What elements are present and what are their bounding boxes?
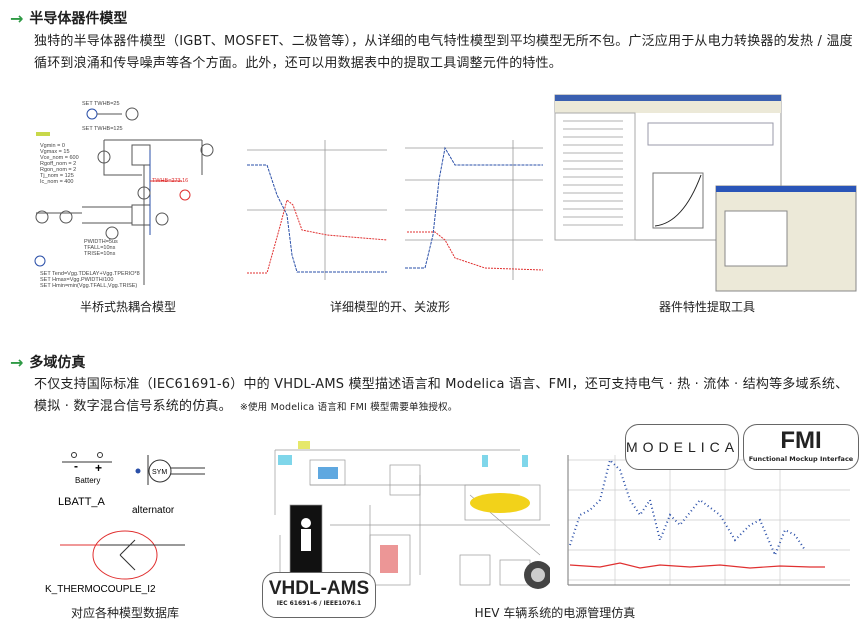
svg-text:+: + <box>95 461 102 475</box>
svg-text:TRISE=10ns: TRISE=10ns <box>84 251 116 257</box>
alternator-name: alternator <box>132 505 175 516</box>
svg-text:Tj_nom = 125: Tj_nom = 125 <box>40 173 74 179</box>
hev-system-diagram-image <box>274 441 550 595</box>
svg-text:Ic_nom = 400: Ic_nom = 400 <box>40 179 73 185</box>
turn-on-waveform-image <box>405 140 543 280</box>
section-heading-multidomain: → 多域仿真 <box>10 352 85 372</box>
alternator-symbol: SYM <box>152 469 167 476</box>
svg-text:Vgmin = 0: Vgmin = 0 <box>40 143 65 149</box>
arrow-right-icon: → <box>10 352 24 372</box>
section-body: 不仅支持国际标准（IEC61691-6）中的 VHDL-AMS 模型描述语言和 … <box>34 374 859 419</box>
fmi-subtitle: Functional Mockup Interface <box>748 455 854 463</box>
svg-text:SET TWHB=125: SET TWHB=125 <box>82 126 123 132</box>
svg-text:SET Tend=Vgg.TDELAY+Vgg.TPERIO: SET Tend=Vgg.TDELAY+Vgg.TPERIO*8 <box>40 271 140 277</box>
section-heading-semiconductor: → 半导体器件模型 <box>10 8 127 28</box>
section-title: 多域仿真 <box>29 355 86 371</box>
vhdl-ams-subtitle: IEC 61691-6 / IEEE1076.1 <box>276 600 362 607</box>
turn-off-waveform-image <box>247 140 387 280</box>
fmi-title: FMI <box>780 427 822 454</box>
caption-extraction-tool: 器件特性提取工具 <box>658 300 755 314</box>
model-library-image: - + Battery LBATT_A SYM alternator K_THER… <box>45 452 205 595</box>
vhdl-ams-title: VHDL-AMS <box>268 578 370 599</box>
svg-text:SET TWHB=25: SET TWHB=25 <box>82 101 120 107</box>
vhdl-ams-badge: VHDL-AMS IEC 61691-6 / IEEE1076.1 <box>262 572 376 618</box>
battery-label: Battery <box>75 476 100 485</box>
arrow-right-icon: → <box>10 8 24 28</box>
svg-text:Vce_nom = 600: Vce_nom = 600 <box>40 155 79 161</box>
license-note: ※使用 Modelica 语言和 FMI 模型需要单独授权。 <box>239 402 458 413</box>
caption-half-bridge: 半桥式热耦合模型 <box>79 300 176 314</box>
modelica-title: MODELICA <box>626 439 740 455</box>
fmi-badge: FMI Functional Mockup Interface <box>743 424 859 470</box>
svg-text:PWIDTH=5us: PWIDTH=5us <box>84 239 118 245</box>
svg-text:SET Hmax=Vgg.PWIDTH/100: SET Hmax=Vgg.PWIDTH/100 <box>40 277 113 283</box>
caption-model-library: 对应各种模型数据库 <box>70 606 179 620</box>
svg-text:Vgmax = 15: Vgmax = 15 <box>40 149 70 155</box>
svg-text:-: - <box>74 459 78 473</box>
characteristic-extraction-tool-image <box>554 94 857 292</box>
thermocouple-name: K_THERMOCOUPLE_I2 <box>45 584 156 595</box>
section-body: 独特的半导体器件模型（IGBT、MOSFET、二极管等），从详细的电气特性模型到… <box>34 34 853 71</box>
svg-text:Rgoff_nom = 2: Rgoff_nom = 2 <box>40 161 76 167</box>
section-title: 半导体器件模型 <box>29 11 128 27</box>
modelica-badge: MODELICA <box>625 424 739 470</box>
power-management-chart-image <box>567 455 850 586</box>
svg-text:TFALL=10ns: TFALL=10ns <box>84 245 116 251</box>
section-body-text: 不仅支持国际标准（IEC61691-6）中的 VHDL-AMS 模型描述语言和 … <box>34 377 849 414</box>
caption-waveforms: 详细模型的开、关波形 <box>329 300 450 314</box>
battery-name: LBATT_A <box>58 496 106 508</box>
svg-text:Rgon_nom = 2: Rgon_nom = 2 <box>40 167 76 173</box>
svg-text:SET Hmin=min(Vgg.TFALL,Vgg.TRI: SET Hmin=min(Vgg.TFALL,Vgg.TRISE) <box>40 283 137 289</box>
caption-hev-simulation: HEV 车辆系统的电源管理仿真 <box>474 606 636 620</box>
svg-text:TWHB=273.16: TWHB=273.16 <box>152 178 188 184</box>
